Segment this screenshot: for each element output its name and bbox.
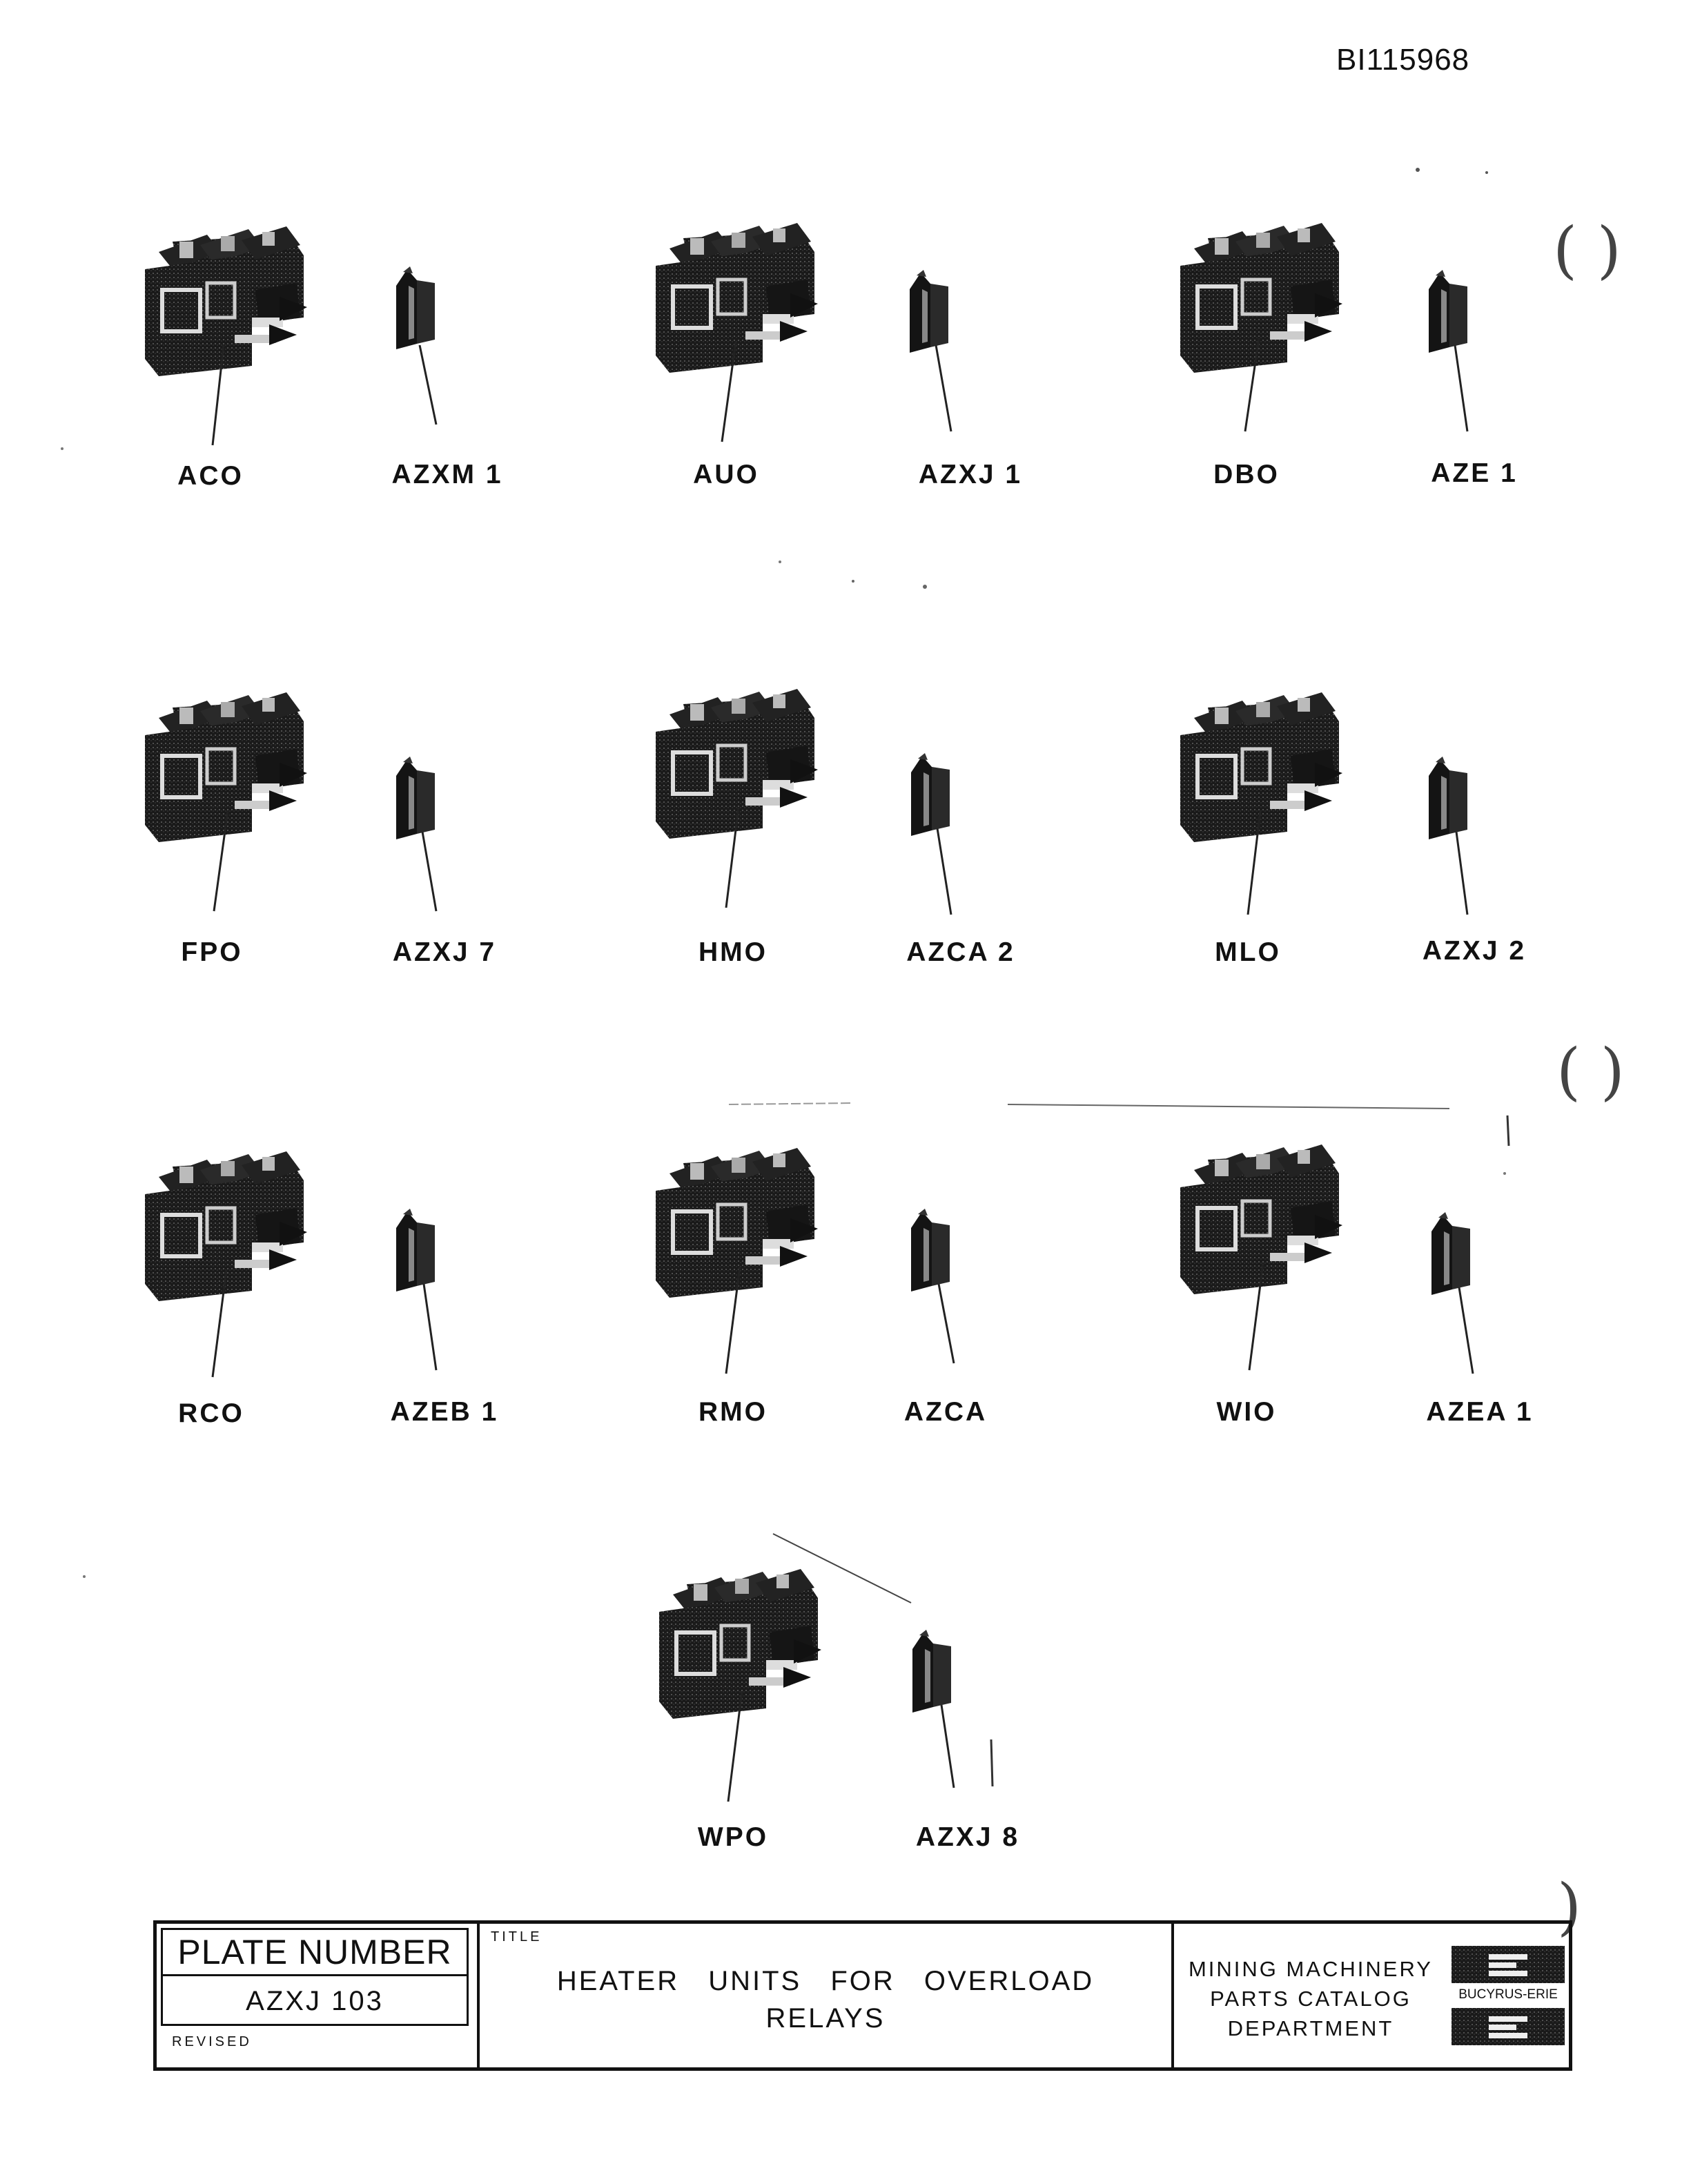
leader-line xyxy=(935,345,952,432)
relay-label: MLO xyxy=(1215,937,1281,967)
title-block: PLATE NUMBER AZXJ 103 REVISED TITLE HEAT… xyxy=(153,1920,1572,2071)
heater-label: AZCA xyxy=(903,1397,988,1427)
relay-label: HMO xyxy=(698,937,768,967)
heater-label: AZXM 1 xyxy=(391,460,503,489)
department-line-2: PARTS CATALOG xyxy=(1210,1987,1411,2011)
leader-line xyxy=(422,1284,438,1371)
brand-name: BUCYRUS-ERIE xyxy=(1458,1987,1558,2002)
leader-line xyxy=(1458,1287,1474,1374)
leader-line xyxy=(1248,1263,1264,1371)
leader-line xyxy=(936,828,952,915)
leader-line xyxy=(211,1270,228,1378)
heater-label: AZXJ 1 xyxy=(918,460,1023,489)
document-id: BI115968 xyxy=(1336,43,1470,77)
plate-number-panel: PLATE NUMBER AZXJ 103 REVISED xyxy=(157,1924,480,2067)
relay-label: RCO xyxy=(178,1398,244,1428)
leader-line xyxy=(727,1691,743,1802)
bucyrus-erie-logo-icon xyxy=(1451,1946,1565,2045)
heater-label: AZE 1 xyxy=(1431,458,1518,488)
leader-line xyxy=(1454,345,1469,432)
relay-label: DBO xyxy=(1213,460,1280,489)
leader-line xyxy=(725,808,740,908)
leader-line xyxy=(1247,811,1262,915)
relay-label: ACO xyxy=(177,461,244,491)
relay-label: WPO xyxy=(697,1822,769,1852)
binder-hole-mark: ( ) xyxy=(1556,1035,1625,1108)
department-panel: MINING MACHINERY PARTS CATALOG DEPARTMEN… xyxy=(1174,1924,1569,2067)
heater-label: AZCA 2 xyxy=(906,937,1015,967)
revised-label: REVISED xyxy=(172,2034,252,2049)
leader-line xyxy=(937,1284,955,1364)
plate-number-heading: PLATE NUMBER xyxy=(161,1928,469,1976)
title-label: TITLE xyxy=(491,1929,543,1944)
relay-label: FPO xyxy=(181,937,243,967)
title-line-2: RELAYS xyxy=(765,2003,886,2034)
heater-label: AZXJ 2 xyxy=(1422,936,1527,966)
title-panel: TITLE HEATER UNITS FOR OVERLOAD RELAYS xyxy=(480,1924,1174,2067)
heater-label: AZEB 1 xyxy=(390,1397,499,1427)
heater-label: AZEA 1 xyxy=(1426,1397,1534,1427)
plate-number: AZXJ 103 xyxy=(161,1976,469,2026)
heater-label: AZXJ 8 xyxy=(915,1822,1020,1852)
heater-label: AZXJ 7 xyxy=(392,937,497,967)
department-name: MINING MACHINERY PARTS CATALOG DEPARTMEN… xyxy=(1180,1954,1442,2043)
leader-line xyxy=(418,345,438,425)
leader-line xyxy=(1455,832,1469,915)
leader-line xyxy=(1244,338,1260,432)
leader-line xyxy=(725,1267,741,1374)
leader-line xyxy=(940,1705,955,1788)
relay-label: AUO xyxy=(693,460,759,489)
leader-line xyxy=(421,832,438,912)
leader-line xyxy=(211,345,225,446)
document-title: HEATER UNITS FOR OVERLOAD RELAYS xyxy=(480,1962,1171,2037)
department-line-3: DEPARTMENT xyxy=(1227,2016,1394,2040)
leader-line xyxy=(213,811,229,912)
title-line-1: HEATER UNITS FOR OVERLOAD xyxy=(556,1966,1095,1996)
binder-hole-mark: ( ) xyxy=(1553,214,1621,286)
department-line-1: MINING MACHINERY xyxy=(1188,1957,1433,1981)
relay-label: WIO xyxy=(1216,1397,1277,1427)
relay-label: RMO xyxy=(698,1397,768,1427)
leader-line xyxy=(721,342,737,442)
